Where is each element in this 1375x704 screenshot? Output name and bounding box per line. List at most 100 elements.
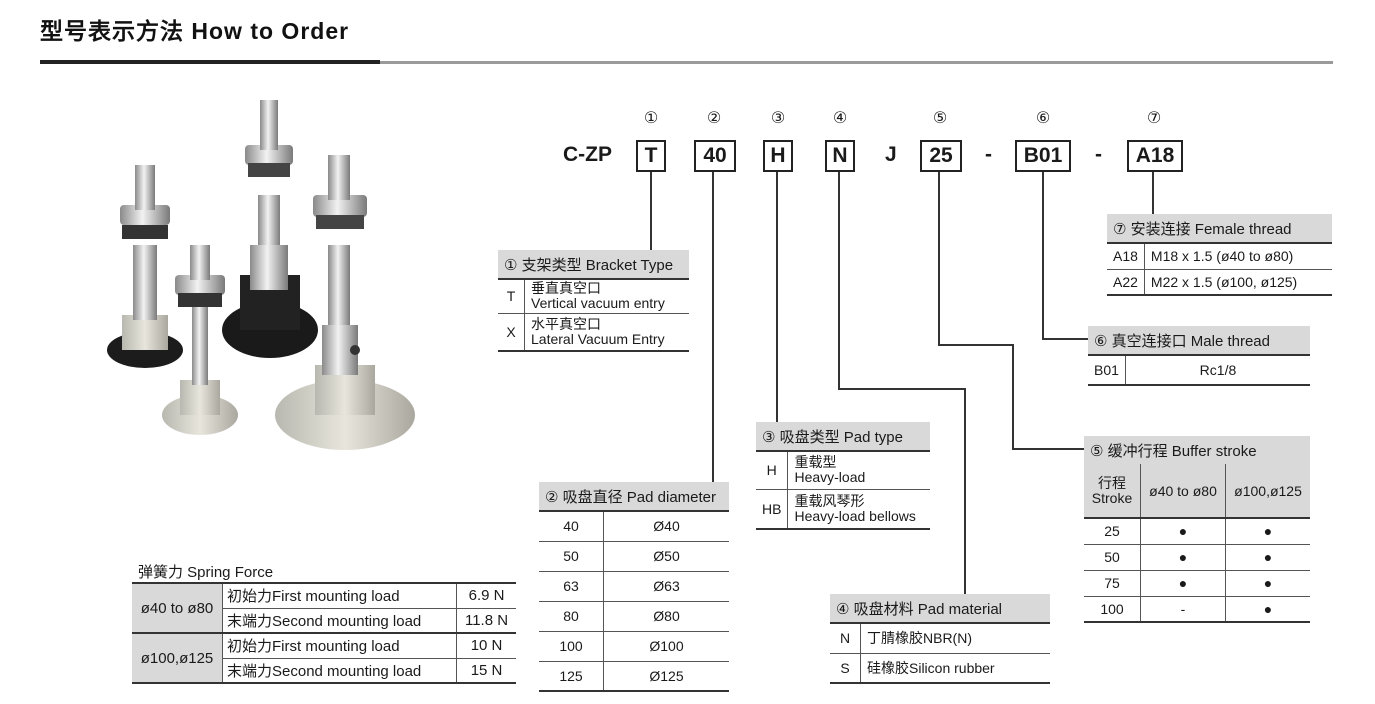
stroke-value: 100 — [1084, 596, 1141, 622]
leader-line-7 — [1152, 172, 1154, 214]
leader-line-4c — [964, 388, 966, 594]
stroke-col2: ø100,ø125 — [1234, 482, 1302, 499]
spring-load-label: 末端力Second mounting load — [222, 608, 458, 633]
padtype-title: ③ 吸盘类型 Pad type — [756, 422, 930, 452]
spring-load-value: 10 N — [470, 637, 503, 655]
bracket-en-x: Lateral Vacuum Entry — [531, 330, 665, 347]
stroke-title: ⑤ 缓冲行程 Buffer stroke — [1084, 436, 1310, 464]
diameter-code: 80 — [539, 601, 604, 631]
diameter-code: 63 — [539, 571, 604, 601]
leader-line-3 — [776, 172, 778, 422]
diameter-value: Ø40 — [653, 518, 680, 535]
spring-size: ø40 to ø80 — [132, 583, 223, 633]
stroke-mark-b: ● — [1263, 600, 1273, 617]
material-table: ④ 吸盘材料 Pad material N 丁腈橡胶NBR(N) S 硅橡胶Sili… — [830, 594, 1050, 684]
stroke-value: 25 — [1084, 518, 1141, 544]
diameter-value: Ø100 — [649, 638, 684, 654]
leader-line-6b — [1042, 338, 1088, 340]
page-title: 型号表示方法 How to Order — [40, 18, 350, 44]
padtype-code-hb: HB — [756, 489, 789, 529]
part-no-2: ② — [706, 110, 722, 127]
stroke-mark-a: ● — [1140, 544, 1227, 570]
stroke-mark-a: ● — [1140, 518, 1227, 544]
title-rule-dark — [40, 60, 380, 64]
stroke-mark-b: ● — [1263, 549, 1273, 565]
spring-title: 弹簧力 Spring Force — [138, 564, 274, 581]
material-code: S — [830, 653, 861, 683]
part-dash-2: - — [1095, 143, 1102, 166]
bracket-cn-x: 水平真空口 — [531, 315, 601, 332]
leader-line-5d — [1012, 448, 1084, 450]
diameter-code: 100 — [539, 631, 604, 661]
diameter-value: Ø63 — [653, 578, 680, 594]
diameter-code: 125 — [539, 661, 604, 691]
part-female: A18 — [1127, 140, 1183, 172]
part-material: N — [825, 140, 855, 172]
spring-load-value: 6.9 N — [468, 587, 505, 605]
part-no-4: ④ — [832, 110, 848, 127]
part-no-6: ⑥ — [1035, 110, 1051, 127]
leader-line-6a — [1042, 172, 1044, 340]
male-code: B01 — [1088, 355, 1126, 385]
part-bracket: T — [636, 140, 666, 172]
leader-line-4b — [838, 388, 966, 390]
part-male: B01 — [1015, 140, 1071, 172]
material-code: N — [830, 623, 861, 653]
stroke-mark-a: ● — [1140, 570, 1227, 596]
padtype-en-hb: Heavy-load bellows — [794, 507, 916, 524]
leader-line-5b — [938, 344, 1014, 346]
padtype-en-h: Heavy-load — [794, 469, 866, 486]
diameter-code: 50 — [539, 541, 604, 571]
part-no-1: ① — [643, 110, 659, 127]
stroke-mark-b: ● — [1263, 523, 1273, 540]
padtype-cn-hb: 重载风琴形 — [794, 492, 865, 509]
part-padtype: H — [763, 140, 793, 172]
part-stroke: 25 — [920, 140, 962, 172]
bracket-code-x: X — [498, 313, 525, 351]
part-j: J — [885, 143, 897, 166]
spring-load-value: 15 N — [470, 661, 503, 679]
male-table: ⑥ 真空连接口 Male thread B01 Rc1/8 — [1088, 326, 1310, 386]
part-no-7: ⑦ — [1146, 110, 1162, 127]
stroke-head-en: Stroke — [1091, 489, 1133, 506]
female-value: M18 x 1.5 (ø40 to ø80) — [1150, 248, 1294, 265]
stroke-value: 75 — [1084, 570, 1141, 596]
spring-table: ø40 to ø80 初始力First mounting load 6.9 N … — [132, 582, 516, 684]
bracket-en-t: Vertical vacuum entry — [531, 295, 665, 312]
spring-load-value: 11.8 N — [464, 611, 509, 629]
diameter-value: Ø50 — [653, 548, 680, 564]
stroke-mark-a: - — [1140, 596, 1227, 622]
stroke-mark-b: ● — [1263, 575, 1273, 591]
stroke-col1: ø40 to ø80 — [1140, 464, 1227, 518]
material-title: ④ 吸盘材料 Pad material — [830, 594, 1050, 624]
diameter-title: ② 吸盘直径 Pad diameter — [539, 482, 729, 512]
bracket-title: ① 支架类型 Bracket Type — [498, 250, 689, 280]
leader-line-4a — [838, 172, 840, 390]
bracket-cn-t: 垂直真空口 — [531, 280, 601, 297]
male-value: Rc1/8 — [1199, 362, 1237, 378]
padtype-code-h: H — [756, 451, 789, 489]
leader-line-2 — [712, 172, 714, 482]
leader-line-1 — [650, 172, 652, 250]
code-prefix: C-ZP — [563, 143, 612, 166]
female-code: A22 — [1107, 269, 1145, 295]
material-value: 丁腈橡胶NBR(N) — [867, 630, 972, 647]
stroke-head-cn: 行程 — [1098, 474, 1126, 491]
diameter-value: Ø125 — [649, 667, 684, 684]
diameter-code: 40 — [539, 511, 604, 541]
product-photo — [107, 100, 415, 450]
part-diameter: 40 — [694, 140, 736, 172]
material-value: 硅橡胶Silicon rubber — [867, 659, 995, 676]
spring-size: ø100,ø125 — [132, 633, 223, 683]
leader-line-5c — [1012, 344, 1014, 450]
bracket-code-t: T — [498, 279, 525, 313]
part-no-5: ⑤ — [932, 110, 948, 127]
stroke-value: 50 — [1084, 544, 1141, 570]
spring-load-label: 初始力First mounting load — [222, 583, 458, 608]
male-title: ⑥ 真空连接口 Male thread — [1088, 326, 1310, 356]
female-code: A18 — [1107, 243, 1145, 269]
